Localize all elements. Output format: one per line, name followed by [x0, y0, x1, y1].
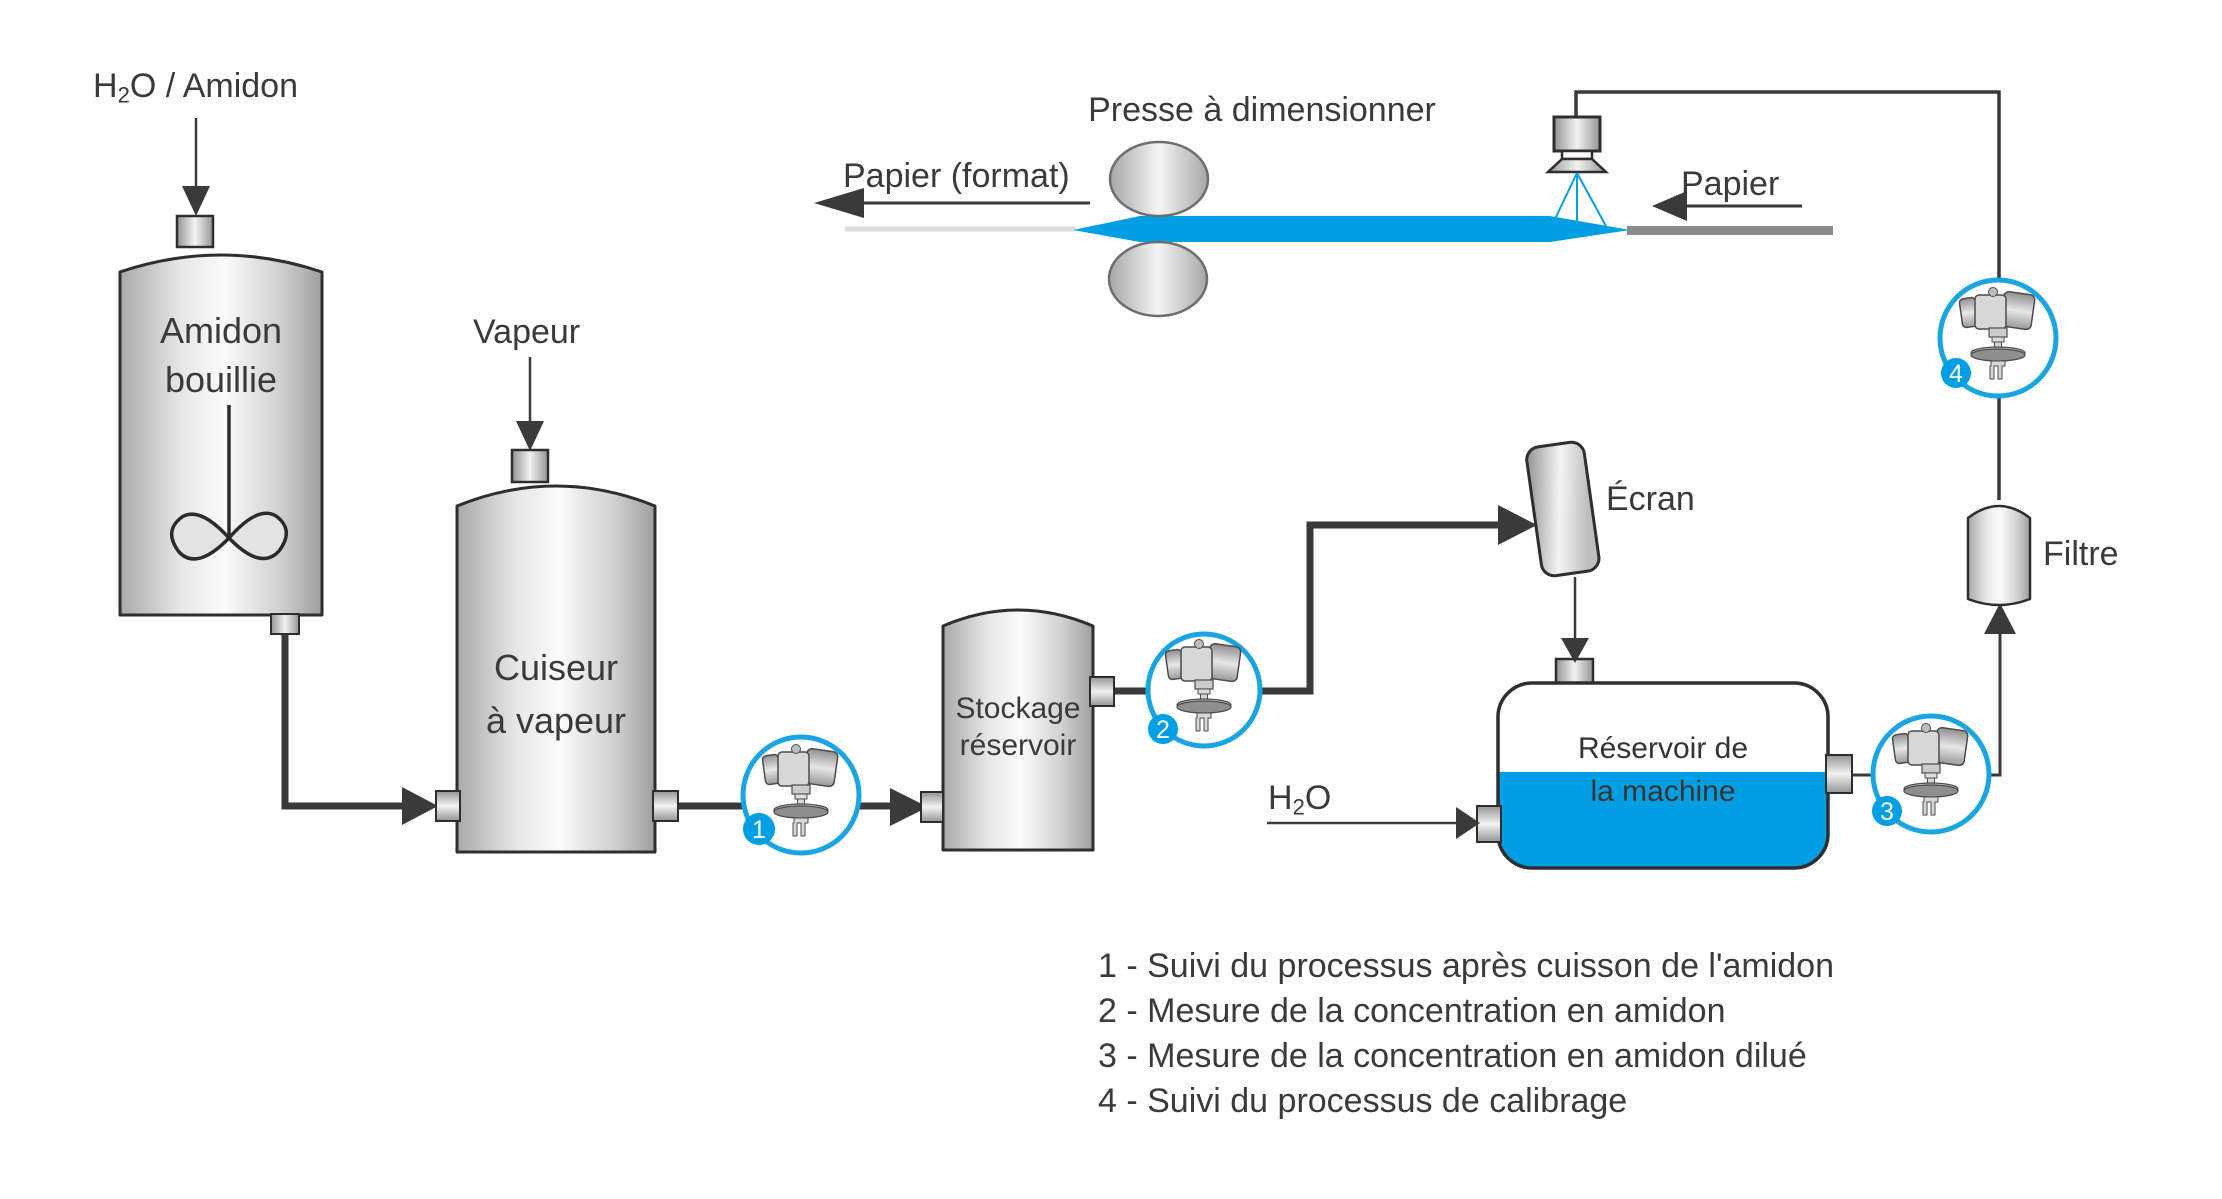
sensor-badge-1-number: 1: [752, 816, 766, 844]
label-tank-cuiseur-line2: à vapeur: [485, 700, 627, 741]
label-tank-machine: Réservoir de la machine: [1498, 727, 1828, 813]
label-papier-format: Papier (format): [843, 157, 1070, 195]
label-h2o-base: H: [1268, 779, 1293, 817]
legend-item-2: 2 - Mesure de la concentration en amidon: [1098, 992, 1726, 1030]
label-ecran: Écran: [1606, 480, 1695, 518]
legend-item-1: 1 - Suivi du processus après cuisson de …: [1098, 947, 1834, 985]
tank-stockage-body: [941, 608, 1095, 852]
line-filter-to-spray: [1574, 90, 2001, 500]
legend-item-3: 3 - Mesure de la concentration en amidon…: [1098, 1037, 1807, 1075]
label-h2o-sub: 2: [1292, 794, 1305, 820]
legend-item-4: 4 - Suivi du processus de calibrage: [1098, 1082, 1628, 1120]
label-presse: Presse à dimensionner: [1088, 91, 1436, 129]
arrowhead-into-cuiseur: [402, 787, 438, 825]
label-tank-amidon-line1: Amidon: [159, 310, 283, 351]
sensor-4: 4: [1937, 277, 2059, 399]
label-h2o-amidon: H2O / Amidon: [93, 67, 299, 108]
arrowhead-into-ecran: [1498, 505, 1537, 545]
press-roller-bottom: [1107, 240, 1209, 318]
press-roller-top: [1108, 140, 1210, 218]
arrowhead-h2o-amidon: [182, 186, 210, 216]
pipe-arrowheads: [402, 505, 1537, 826]
label-tank-amidon-line2: bouillie: [164, 359, 278, 400]
label-vapeur: Vapeur: [473, 313, 581, 351]
tank-amidon-top-nozzle: [175, 214, 215, 249]
label-tank-amidon: Amidon bouillie: [120, 306, 322, 404]
tank-cuiseur-top-nozzle: [510, 448, 550, 484]
arrowhead-ecran-to-machine: [1561, 638, 1589, 663]
tank-machine-top-nozzle: [1554, 657, 1595, 687]
tank-cuiseur-body: [455, 484, 657, 854]
tank-machine-right-nozzle: [1825, 754, 1853, 794]
arrowhead-h2o: [1456, 807, 1480, 839]
sensor-badge-1: [743, 813, 775, 845]
label-h2o-amidon-rest: O / Amidon: [129, 67, 299, 105]
label-h2o-rest: O: [1304, 779, 1332, 817]
sensor-1: 1: [740, 734, 862, 856]
tank-machine: [1476, 657, 1853, 870]
tank-stockage: [920, 608, 1115, 852]
sensors: 1 2 3 4: [740, 277, 2059, 856]
spray-nozzle-icon: [1544, 115, 1610, 227]
sensor-badge-4-number: 4: [1949, 360, 1963, 388]
arrowhead-into-stockage: [890, 788, 928, 826]
tank-machine-liquid: [1498, 772, 1828, 868]
ecran-shape: [1525, 440, 1601, 578]
pipe-amidon-to-cuiseur: [281, 624, 402, 810]
sensor-3: 3: [1870, 713, 1992, 835]
label-papier: Papier: [1681, 165, 1780, 203]
sensor-badge-4: [1941, 358, 1971, 388]
arrowhead-papier-format: [814, 188, 864, 218]
spray-lines: [1554, 172, 1607, 227]
sensor-badge-2-number: 2: [1156, 716, 1170, 744]
tank-stockage-right-nozzle: [1089, 676, 1115, 707]
label-tank-stockage-line1: Stockage: [955, 692, 1081, 725]
sensor-badge-3-number: 3: [1880, 798, 1894, 826]
tank-cuiseur-right-nozzle: [652, 790, 679, 822]
tank-machine-left-nozzle: [1476, 805, 1502, 843]
tank-amidon-outlet-nozzle: [270, 613, 300, 635]
label-filtre: Filtre: [2043, 535, 2119, 573]
label-tank-cuiseur: Cuiseur à vapeur: [457, 641, 655, 747]
arrowhead-papier: [1652, 191, 1687, 221]
coated-paper-stream: [1073, 216, 1630, 242]
sensor-2: 2: [1145, 631, 1263, 749]
paper-strip: [1627, 226, 1833, 235]
label-h2o-amidon-base: H: [93, 67, 118, 105]
sensor-badge-2: [1148, 714, 1178, 744]
label-tank-stockage: Stockage réservoir: [943, 690, 1093, 764]
tank-cuiseur-left-nozzle: [435, 790, 461, 822]
filter-body: [1966, 504, 2032, 607]
label-arrowheads: [182, 186, 1687, 839]
label-tank-machine-line2: la machine: [1590, 775, 1736, 808]
label-h2o-amidon-sub: 2: [117, 82, 130, 108]
label-h2o: H2O: [1268, 779, 1332, 820]
arrowhead-vapeur: [516, 421, 544, 451]
tank-amidon: [118, 214, 324, 635]
tank-stockage-left-nozzle: [920, 791, 944, 823]
legend: 1 - Suivi du processus après cuisson de …: [1098, 944, 1834, 1124]
arrowhead-into-filter: [1984, 603, 2016, 634]
agitator-icon: [170, 405, 288, 561]
label-tank-machine-line1: Réservoir de: [1577, 732, 1749, 765]
press-section: [845, 115, 1833, 318]
sensor-badge-3: [1872, 796, 1902, 826]
label-arrows: [194, 118, 1802, 825]
calibration-loop: [1574, 90, 2002, 777]
label-tank-cuiseur-line1: Cuiseur: [493, 647, 619, 688]
label-tank-stockage-line2: réservoir: [959, 729, 1077, 762]
